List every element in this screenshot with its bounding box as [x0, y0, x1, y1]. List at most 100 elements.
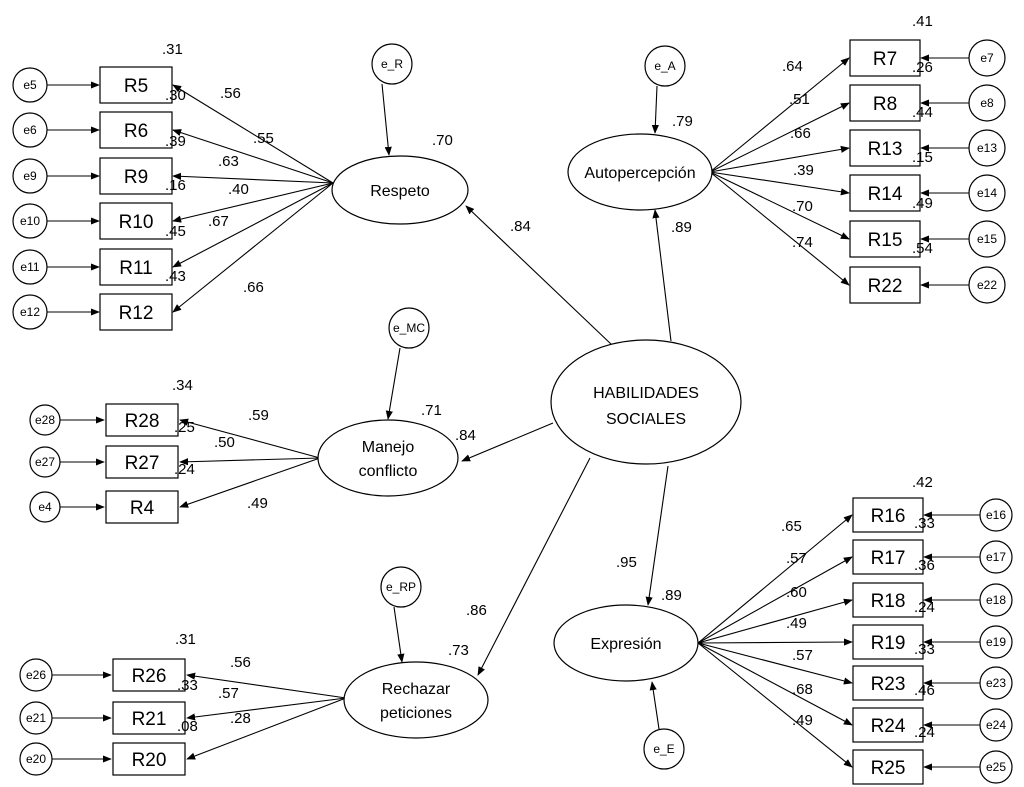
arrow-manejo-r28 — [179, 418, 321, 459]
rechazar-path-coef: .86 — [466, 602, 487, 619]
arrow-autopercepcion-r7 — [709, 57, 850, 173]
latent-autopercepcion-ellipse — [567, 133, 713, 211]
error-e-mc-label: e_MC — [393, 321, 425, 335]
error-r7-circle — [968, 39, 1006, 77]
arrow-e-mc-manejo — [385, 347, 401, 420]
item-r13-box — [849, 129, 921, 167]
r7-loading: .64 — [782, 58, 803, 75]
item-r16-label: R16 — [871, 506, 906, 527]
r27-loading: .50 — [214, 434, 235, 451]
error-e-e-circle — [643, 728, 685, 770]
r25-loading: .49 — [792, 712, 813, 729]
item-r4-label: R4 — [130, 498, 155, 519]
latent-respeto-ellipse — [331, 155, 469, 225]
path-factor-expresion — [645, 465, 669, 606]
error-r8-label: e8 — [980, 96, 994, 110]
error-r15-label: e15 — [977, 232, 997, 246]
arrow-e-r-respeto — [381, 83, 392, 156]
error-r20-circle — [19, 742, 53, 776]
item-r18-box — [852, 582, 924, 618]
error-e-rp-label: e_RP — [386, 580, 416, 594]
error-r17-circle — [979, 540, 1013, 574]
arrow-e-a-autopercepcion — [651, 85, 659, 134]
error-r10-label: e10 — [20, 214, 40, 228]
item-r24-label: R24 — [871, 716, 906, 737]
r19-r2: .24 — [914, 599, 935, 616]
error-e-e-label: e_E — [653, 742, 674, 756]
error-r22-circle — [968, 266, 1006, 304]
error-e-a-label: e_A — [654, 59, 675, 73]
arrow-respeto-r12 — [172, 182, 334, 313]
r12-loading: .66 — [243, 279, 264, 296]
item-r8-label: R8 — [873, 94, 897, 115]
r10-loading: .40 — [228, 181, 249, 198]
r18-r2: .36 — [914, 557, 935, 574]
path-factor-respeto — [465, 205, 613, 346]
error-r6-circle — [12, 112, 48, 148]
error-r5-circle — [12, 67, 48, 103]
item-r16-box — [852, 497, 924, 533]
item-r15-label: R15 — [868, 230, 903, 251]
r26-loading: .56 — [230, 654, 251, 671]
item-r9-label: R9 — [124, 167, 148, 188]
item-r22-box — [849, 266, 921, 304]
item-r26-box — [112, 658, 186, 692]
item-r22-label: R22 — [868, 276, 903, 297]
arrow-expresion-r16 — [697, 514, 853, 644]
arrow-e-rp-rechazar — [393, 606, 405, 663]
latent-rechazar-label-line1: Rechazar — [382, 681, 451, 698]
r26-r2: .31 — [175, 631, 196, 648]
factor-title-line1: HABILIDADES — [593, 385, 699, 402]
item-r5-box — [99, 66, 173, 104]
latent-expresion-ellipse — [553, 604, 699, 682]
arrow-expresion-r23 — [697, 642, 853, 685]
item-r18-label: R18 — [871, 591, 906, 612]
arrow-expresion-r25 — [697, 642, 853, 768]
error-r23-label: e23 — [986, 676, 1006, 690]
error-r5-label: e5 — [23, 78, 37, 92]
item-r11-box — [99, 248, 173, 286]
respeto-path-coef: .84 — [510, 218, 531, 235]
arrow-rechazar-r20 — [186, 697, 347, 760]
latent-rechazar-ellipse — [343, 661, 489, 739]
arrow-autopercepcion-r8 — [709, 102, 850, 173]
r5-loading: .56 — [220, 85, 241, 102]
error-r4-circle — [29, 491, 61, 523]
error-r18-label: e18 — [986, 593, 1006, 607]
error-r14-circle — [968, 174, 1006, 212]
arrow-respeto-r10 — [172, 182, 334, 223]
autopercepcion-path-coef: .89 — [671, 219, 692, 236]
path-factor-manejo — [461, 422, 554, 462]
r6-r2: .30 — [165, 87, 186, 104]
error-r10-circle — [12, 203, 48, 239]
r14-loading: .39 — [793, 162, 814, 179]
item-r12-label: R12 — [119, 303, 154, 324]
error-r24-circle — [979, 708, 1013, 742]
r8-loading: .51 — [789, 91, 810, 108]
r12-r2: .43 — [165, 268, 186, 285]
r21-loading: .57 — [218, 685, 239, 702]
item-r12-box — [99, 293, 173, 331]
r6-loading: .55 — [253, 130, 274, 147]
arrow-respeto-r5 — [172, 84, 334, 184]
r15-r2: .49 — [912, 195, 933, 212]
item-r23-label: R23 — [871, 674, 906, 695]
error-r20-label: e20 — [26, 752, 46, 766]
r13-r2: .44 — [912, 104, 933, 121]
arrow-rechazar-r26 — [186, 672, 347, 699]
r24-loading: .68 — [792, 681, 813, 698]
r9-r2: .39 — [165, 133, 186, 150]
item-r4-box — [105, 490, 179, 524]
item-r28-box — [105, 403, 179, 437]
arrow-respeto-r6 — [172, 129, 334, 184]
item-r20-box — [112, 742, 186, 776]
r21-r2: .33 — [177, 677, 198, 694]
r10-r2: .16 — [165, 177, 186, 194]
item-r6-label: R6 — [124, 121, 148, 142]
latent-respeto-label: Respeto — [370, 183, 430, 200]
error-r8-circle — [968, 84, 1006, 122]
r25-r2: .24 — [914, 724, 935, 741]
arrow-respeto-r11 — [172, 182, 334, 268]
error-r11-circle — [12, 249, 48, 285]
error-r13-circle — [968, 129, 1006, 167]
